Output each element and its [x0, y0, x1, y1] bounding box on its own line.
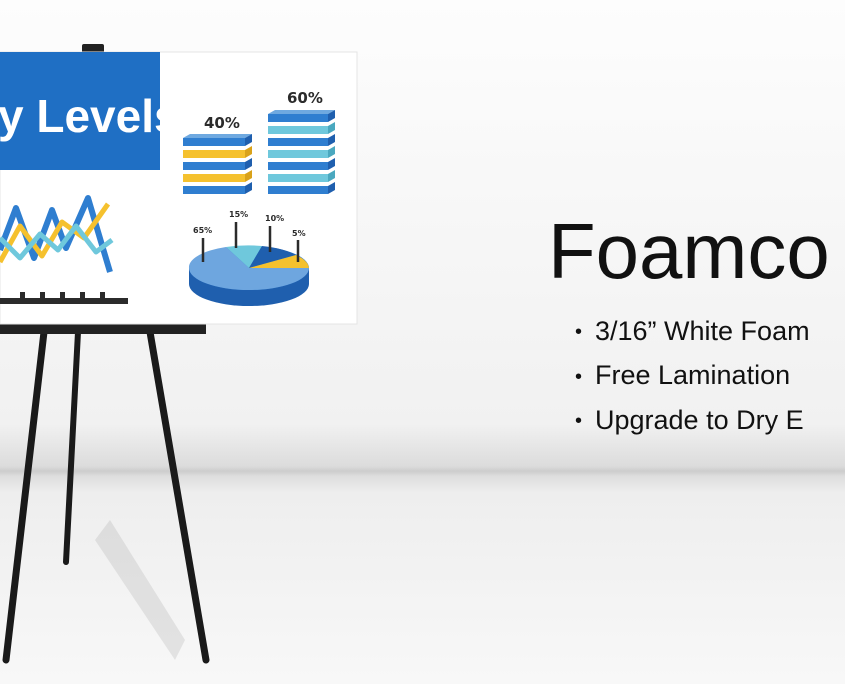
board-line-chart — [0, 195, 128, 304]
pie-slice-5 — [249, 255, 309, 268]
easel-leg-right — [146, 328, 210, 664]
bullet-dot-icon: • — [575, 365, 583, 388]
board-stack-40: 40% — [183, 114, 252, 194]
bullet-text: Free Lamination — [595, 360, 791, 391]
board-title-banner — [0, 52, 160, 170]
easel-ledge — [0, 322, 206, 334]
board-chart-axis — [0, 298, 128, 304]
pie-slice-15 — [226, 245, 262, 268]
bullet-dot-icon: • — [575, 321, 583, 344]
easel-legs — [2, 328, 210, 664]
feature-bullet-list: • 3/16” White Foam • Free Lamination • Upgr… — [575, 310, 810, 443]
pie-leader-lines — [201, 222, 300, 262]
bullet-item: • Upgrade to Dry E — [575, 399, 810, 443]
easel-shadow — [95, 520, 185, 660]
board-line-blue — [0, 195, 113, 273]
stack-60-label: 60% — [287, 89, 323, 107]
pie-slice-10 — [249, 246, 296, 268]
pie-label-5: 5% — [292, 229, 306, 238]
pie-label-10: 10% — [265, 214, 284, 223]
pie-label-65: 65% — [193, 226, 212, 235]
easel-leg-back — [63, 329, 81, 565]
floor-horizon — [0, 466, 845, 476]
stack-40-label: 40% — [204, 114, 240, 132]
board-pie-chart: 65% 15% 10% 5% — [188, 210, 309, 306]
slide-title: Foamco — [548, 207, 830, 295]
foam-board-edge — [0, 51, 358, 325]
pie-slice-65 — [188, 247, 309, 290]
bullet-item: • Free Lamination — [575, 354, 810, 398]
board-line-yellow — [0, 202, 111, 264]
pie-label-15: 15% — [229, 210, 248, 219]
board-line-cyan — [0, 223, 114, 261]
bullet-dot-icon: • — [575, 410, 583, 433]
board-stack-60: 60% — [268, 89, 335, 194]
bullet-item: • 3/16” White Foam — [575, 310, 810, 354]
bullet-text: Upgrade to Dry E — [595, 404, 804, 435]
bullet-text: 3/16” White Foam — [595, 316, 810, 346]
board-title-text: y Levels — [0, 90, 180, 142]
board-chart-ticks — [20, 292, 105, 300]
easel-leg-front — [2, 328, 48, 664]
